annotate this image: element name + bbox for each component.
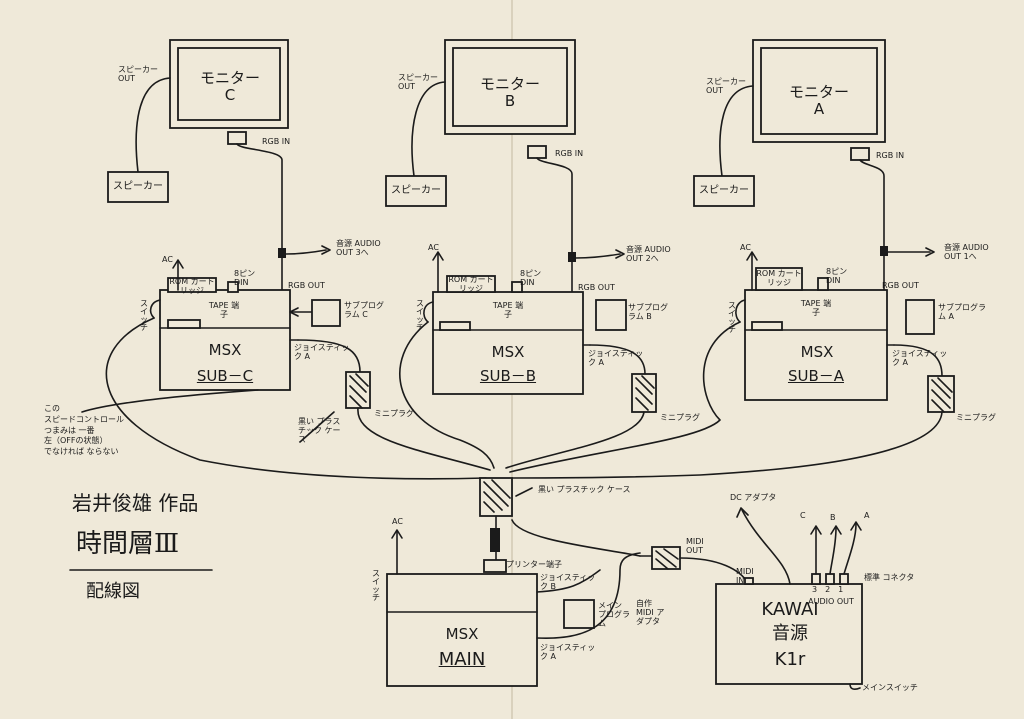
sub-c-din: 8ピン DIN — [234, 269, 256, 287]
main-printer: プリンター端子 — [506, 560, 562, 569]
msx-sub-a — [735, 251, 955, 413]
sub-a-switch: スイッチ — [728, 301, 736, 334]
sub-a-body — [744, 289, 888, 401]
title-wiring: 配線図 — [86, 581, 140, 602]
speaker-c-label: スピーカー — [113, 181, 163, 192]
main-program: メイン プログラム — [598, 601, 630, 628]
synth-std: 標準 コネクタ — [864, 573, 915, 582]
monitor-c-speaker-out: スピーカー OUT — [118, 65, 158, 83]
synth-out-c: C — [800, 511, 806, 520]
sub-c-body — [159, 289, 291, 391]
synth-dc: DC アダプタ — [730, 493, 777, 502]
sub-b-joystick: ジョイスティック A — [588, 349, 644, 367]
sub-c-ac: AC — [162, 255, 173, 264]
sub-b-mini-plug: ミニプラグ — [660, 413, 700, 422]
sub-c-rgb-out: RGB OUT — [288, 281, 325, 290]
monitor-b-speaker-out: スピーカー OUT — [398, 73, 438, 91]
hub-cables — [81, 317, 943, 480]
monitor-c-screen — [177, 47, 281, 121]
sub-b-rgb-out: RGB OUT — [578, 283, 615, 292]
sub-c-audio: 音源 AUDIO OUT 3へ — [336, 239, 381, 257]
main-body — [386, 573, 538, 687]
sub-b-body — [432, 291, 584, 395]
main-joystick-b: ジョイスティック B — [540, 573, 596, 591]
sub-b-tape: TAPE 端子 — [492, 301, 524, 319]
sub-c-msx: MSX — [208, 341, 242, 359]
msx-sub-c — [149, 259, 371, 409]
synth-main-switch: メインスイッチ — [862, 683, 918, 692]
sub-a-sub-program: サブプログラム A — [938, 303, 986, 321]
hub-label: 黒い プラスチック ケース — [538, 485, 631, 494]
synth-body — [715, 583, 863, 685]
sub-a-tape: TAPE 端子 — [800, 299, 832, 317]
hub-case — [479, 477, 533, 573]
msx-sub-b — [423, 251, 657, 413]
synth-type: 音源 — [772, 623, 808, 644]
sub-a-mini-plug: ミニプラグ — [956, 413, 996, 422]
monitor-b-screen — [452, 47, 568, 127]
main-joystick-a: ジョイスティック A — [540, 643, 596, 661]
sub-b-switch: スイッチ — [416, 299, 424, 332]
midi-adapter-label: 自作 MIDI アダプタ — [636, 599, 665, 626]
sub-c-mini-plug: ミニプラグ — [374, 409, 414, 418]
sub-a-audio: 音源 AUDIO OUT 1へ — [944, 243, 989, 261]
main-switch: スイッチ — [372, 569, 380, 602]
title-work: 時間層Ⅲ — [76, 529, 180, 559]
monitor-group-b — [385, 39, 625, 293]
monitor-b-rgb-in: RGB IN — [555, 149, 584, 158]
title-author: 岩井俊雄 作品 — [72, 491, 199, 515]
sub-c-tape: TAPE 端子 — [208, 301, 240, 319]
sub-b-din: 8ピン DIN — [520, 269, 542, 287]
monitor-a-screen — [760, 47, 878, 135]
sub-a-joystick: ジョイスティック A — [892, 349, 948, 367]
sub-c-black-case-label: 黒い プラスチック ケース — [298, 417, 341, 444]
sub-a-msx: MSX — [800, 343, 834, 361]
sub-a-rom: ROM カートリッジ — [756, 269, 802, 287]
sub-b-sub-program: サブプログラム B — [628, 303, 668, 321]
synth-brand: KAWAI — [761, 599, 819, 620]
speaker-a-label: スピーカー — [699, 185, 749, 196]
monitor-group-a — [693, 39, 935, 291]
speed-control-note: この スピードコントロール つまみは 一番 左（OFFの状態） でなければ なら… — [44, 404, 124, 457]
synth-midi-in: MIDI IN — [736, 567, 754, 585]
sub-c-switch: スイッチ — [140, 299, 148, 332]
speaker-c-box — [107, 171, 169, 203]
monitor-group-c — [107, 39, 331, 291]
monitor-c-rgb-in: RGB IN — [262, 137, 291, 146]
sub-c-rom: ROM カートリッジ — [169, 277, 215, 295]
sub-a-ac: AC — [740, 243, 751, 252]
synth-audio-out: AUDIO OUT — [808, 597, 854, 606]
sub-b-name: SUB－B — [479, 367, 537, 385]
sub-b-rom: ROM カートリッジ — [448, 275, 494, 293]
speaker-a-box — [693, 175, 755, 207]
synth-nums: 3 2 1 — [812, 585, 844, 594]
synth-model: K1r — [774, 649, 806, 670]
midi-out-label: MIDI OUT — [686, 537, 704, 555]
sub-b-ac: AC — [428, 243, 439, 252]
main-ac: AC — [392, 517, 403, 526]
main-name: MAIN — [438, 649, 486, 670]
kawai-k1r — [715, 507, 863, 690]
sub-b-msx: MSX — [491, 343, 525, 361]
speaker-b-box — [385, 175, 447, 207]
sub-a-name: SUB－A — [787, 367, 845, 385]
main-msx: MSX — [445, 625, 479, 643]
synth-out-b: B — [830, 513, 836, 522]
sub-c-joystick: ジョイスティック A — [294, 343, 350, 361]
speaker-b-label: スピーカー — [391, 185, 441, 196]
msx-main — [386, 519, 641, 687]
sub-a-rgb-out: RGB OUT — [882, 281, 919, 290]
synth-out-a: A — [864, 511, 870, 520]
sub-c-sub-program: サブプログラム C — [344, 301, 384, 319]
sub-c-name: SUB－C — [196, 367, 254, 385]
sub-b-audio: 音源 AUDIO OUT 2へ — [626, 245, 671, 263]
monitor-a-rgb-in: RGB IN — [876, 151, 905, 160]
monitor-a-speaker-out: スピーカー OUT — [706, 77, 746, 95]
sub-a-din: 8ピン DIN — [826, 267, 848, 285]
